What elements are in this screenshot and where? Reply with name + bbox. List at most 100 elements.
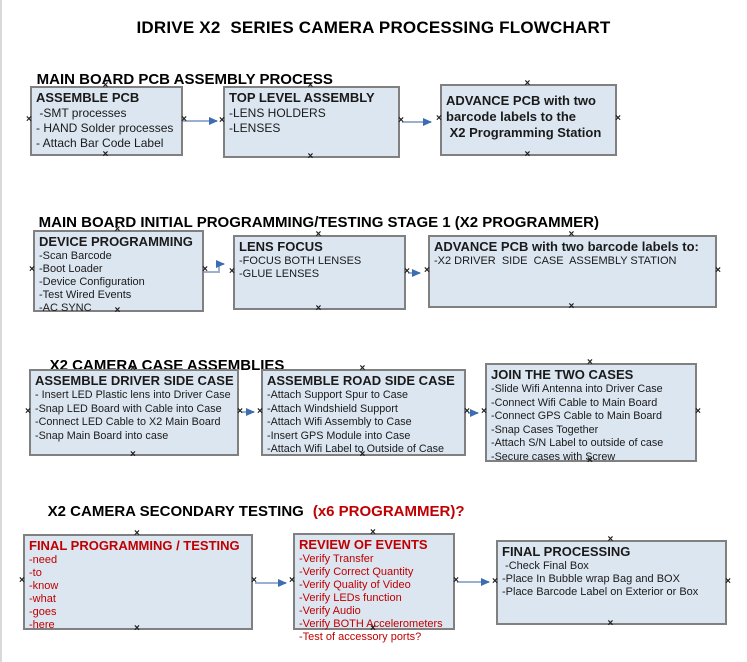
box-title: barcode labels to the [446,109,577,124]
section-heading-text: X2 CAMERA SECONDARY TESTING [47,503,304,520]
box-item: -Test Wired Events [39,289,132,301]
box-item: -Verify Quality of Video [299,579,411,591]
connection-point-icon: × [29,264,35,275]
box-title: JOIN THE TWO CASES [491,367,634,382]
connection-point-icon: × [424,264,430,276]
connection-point-icon: × [229,265,235,277]
connection-point-icon: × [607,618,614,629]
section-heading-text: MAIN BOARD PCB ASSEMBLY PROCESS [36,71,333,88]
box-title: ASSEMBLE DRIVER SIDE CASE [35,373,234,388]
box-title: X2 Programming Station [446,125,602,140]
connection-point-icon: × [289,574,295,586]
box-item: -SMT processes [36,106,127,120]
box-item: -GLUE LENSES [239,268,320,280]
connection-point-icon: × [398,115,404,126]
connection-point-icon: × [481,405,487,417]
page-edge-artifact [0,0,2,662]
connection-point-icon: × [130,449,136,460]
connection-point-icon: × [725,575,731,587]
box-item: - Attach Bar Code Label [36,136,164,150]
box-item: -Insert GPS Module into Case [267,429,411,442]
box-item: -Attach Wifi Label to Outside of Case [267,443,445,456]
flow-box-assemble-pcb: × × × × ASSEMBLE PCB -SMT processes - HA… [26,81,187,160]
box-item: -Test of accessory ports? [299,631,422,643]
connection-point-icon: × [524,78,531,89]
box-item: -Boot Loader [39,263,103,275]
box-title: FINAL PROCESSING [502,544,631,559]
connection-point-icon: × [492,575,498,587]
box-item: -what [29,593,56,605]
section-heading-suffix: (x6 PROGRAMMER)? [312,503,465,520]
connection-point-icon: × [251,575,257,586]
box-title: ADVANCE PCB with two [446,93,596,108]
connection-point-icon: × [524,149,531,160]
box-item: -Verify Transfer [299,553,374,565]
box-item: -Place In Bubble wrap Bag and BOX [502,573,680,585]
box-item: -Connect Wifi Cable to Main Board [491,396,658,409]
box-item: -LENSES [229,121,281,135]
box-item: -Check Final Box [502,560,589,572]
box-item: -FOCUS BOTH LENSES [239,255,362,267]
box-item: -AC SYNC [39,302,92,314]
section-heading-pcb-assembly: MAIN BOARD PCB ASSEMBLY PROCESS [20,54,333,105]
box-title: REVIEW OF EVENTS [299,537,428,552]
flow-box-join-the-two-cases: × × × × JOIN THE TWO CASES -Slide Wifi A… [481,358,701,466]
connection-point-icon: × [568,301,575,312]
box-title: TOP LEVEL ASSEMBLY [229,90,375,105]
connection-point-icon: × [307,151,314,162]
flow-box-advance-pcb-to-case-assembly: × × × × ADVANCE PCB with two barcode lab… [424,230,721,312]
box-item: -X2 DRIVER SIDE CASE ASSEMBLY STATION [434,255,677,267]
connection-point-icon: × [26,114,32,125]
flow-box-assemble-road-side-case: × × × × ASSEMBLE ROAD SIDE CASE -Attach … [257,364,470,460]
connection-point-icon: × [404,265,410,277]
box-item: -Attach S/N Label to outside of case [491,437,664,450]
connection-point-icon: × [257,405,263,417]
box-item: -need [29,554,58,566]
connection-point-icon: × [695,405,701,417]
box-item: -Connect LED Cable to X2 Main Board [35,416,221,429]
box-title: FINAL PROGRAMMING / TESTING [29,538,240,553]
box-item: -Verify BOTH Accelerometers [299,618,443,630]
connection-point-icon: × [715,264,721,276]
flow-box-final-processing: × × × × FINAL PROCESSING -Check Final Bo… [492,535,731,629]
box-item: -know [29,580,59,592]
connection-point-icon: × [102,149,109,160]
box-title: ASSEMBLE PCB [36,90,140,105]
connection-point-icon: × [615,113,621,124]
box-title: ADVANCE PCB with two barcode labels to: [434,239,699,254]
box-item: -Slide Wifi Antenna into Driver Case [491,383,663,395]
flow-box-assemble-driver-side-case: × × × × ASSEMBLE DRIVER SIDE CASE - Inse… [25,364,243,460]
connection-point-icon: × [453,574,459,586]
box-item: -Connect GPS Cable to Main Board [491,410,663,423]
box-item: -Device Configuration [39,276,145,288]
box-item: -Place Barcode Label on Exterior or Box [502,586,699,598]
box-item: -Verify Correct Quantity [299,566,414,578]
box-item: -here [29,619,55,631]
box-item: - Insert LED Plastic lens into Driver Ca… [35,389,231,401]
box-title: LENS FOCUS [239,239,323,254]
box-item: -Snap LED Board with Cable into Case [35,402,222,415]
box-item: -Snap Cases Together [491,423,599,436]
box-item: - HAND Solder processes [36,121,174,135]
connection-point-icon: × [219,115,225,126]
flow-box-device-programming: × × × × DEVICE PROGRAMMING -Scan Barcode… [29,225,208,316]
box-item: -Verify Audio [299,605,361,617]
connection-point-icon: × [19,575,25,586]
connection-point-icon: × [181,114,187,125]
connection-point-icon: × [436,113,442,124]
box-item: -Attach Support Spur to Case [267,389,409,401]
box-item: -Scan Barcode [39,250,112,262]
connection-point-icon: × [202,264,208,275]
section-heading-initial-programming: MAIN BOARD INITIAL PROGRAMMING/TESTING S… [22,197,599,248]
box-item: -Snap Main Board into case [35,429,169,442]
flow-box-top-level-assembly: × × × × TOP LEVEL ASSEMBLY -LENS HOLDERS… [219,81,404,162]
page-title: IDRIVE X2 SERIES CAMERA PROCESSING FLOWC… [136,18,611,37]
box-title: ASSEMBLE ROAD SIDE CASE [267,373,455,388]
flow-box-review-of-events: × × × × REVIEW OF EVENTS -Verify Transfe… [289,528,459,644]
box-item: -Attach Wifi Assembly to Case [267,416,412,429]
box-item: -LENS HOLDERS [229,106,326,120]
connector-arrow-programming-to-lensfocus [204,260,225,273]
box-item: -Secure cases with Screw [491,450,616,463]
connection-point-icon: × [237,405,243,417]
